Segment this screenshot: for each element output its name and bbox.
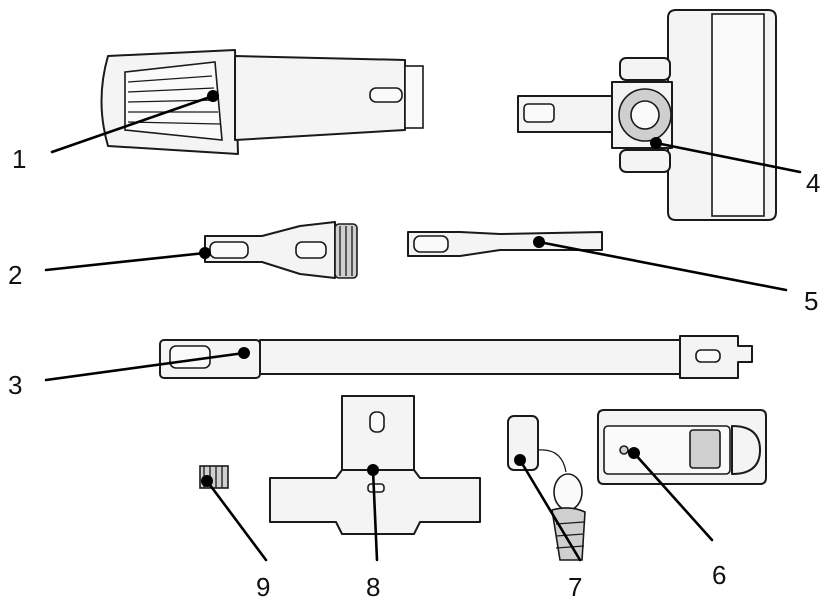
leader-lines [44, 90, 802, 562]
part-3-extension-tube [159, 335, 753, 379]
leader-dot-6 [628, 447, 640, 459]
callout-number-8: 8 [366, 572, 380, 602]
leader-dot-8 [367, 464, 379, 476]
leader-dot-2 [199, 247, 211, 259]
leader-dot-7 [514, 454, 526, 466]
part-5-crevice-nozzle [407, 231, 603, 257]
leader-line-6 [632, 451, 714, 542]
part-6-battery [597, 409, 767, 485]
leader-line-8 [371, 468, 379, 562]
callout-number-4: 4 [806, 168, 820, 198]
callout-number-7: 7 [568, 572, 582, 602]
part-2-brush-tool [204, 221, 358, 279]
callout-number-5: 5 [804, 286, 818, 316]
leader-line-3 [44, 351, 246, 382]
part-7-charger [507, 415, 586, 561]
part-4-floor-brush [517, 9, 777, 221]
leader-line-5 [537, 240, 788, 292]
leader-line-9 [205, 479, 268, 562]
leader-dot-3 [238, 347, 250, 359]
callout-number-3: 3 [8, 370, 22, 400]
leader-line-4 [654, 141, 802, 174]
leader-dot-1 [207, 90, 219, 102]
callout-number-9: 9 [256, 572, 270, 602]
leader-dot-4 [650, 137, 662, 149]
part-1-main-body [100, 49, 424, 155]
callout-number-1: 1 [12, 144, 26, 174]
callout-numbers: 1 2 3 4 5 6 7 8 9 [8, 144, 820, 602]
leader-line-1 [50, 94, 215, 154]
callout-number-6: 6 [712, 560, 726, 590]
leader-line-2 [44, 251, 207, 272]
leader-line-7 [518, 458, 582, 562]
leader-dot-9 [201, 475, 213, 487]
callout-number-2: 2 [8, 260, 22, 290]
leader-dot-5 [533, 236, 545, 248]
